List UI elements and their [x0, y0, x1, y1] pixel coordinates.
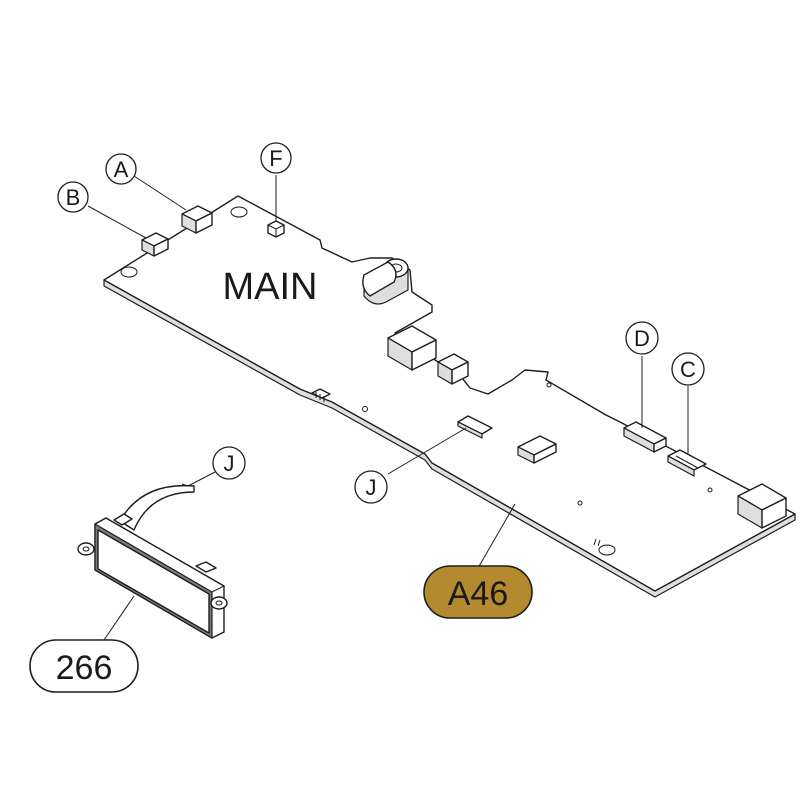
callout-d: D: [625, 321, 659, 355]
callout-f-label: F: [269, 146, 282, 171]
connector-f: [267, 220, 285, 238]
main-board: [103, 195, 796, 598]
connector-a: [181, 205, 213, 234]
callout-j-cable: J: [212, 446, 246, 480]
ribbon-cable: [119, 484, 195, 531]
mounting-hole: [230, 206, 248, 218]
block-component: [387, 325, 437, 371]
part-number-highlight: [423, 565, 533, 619]
module-266: [77, 483, 228, 639]
callout-c: C: [671, 352, 705, 386]
callout-a: A: [105, 153, 137, 185]
callout-j-board: J: [354, 470, 388, 504]
connector-d: [623, 421, 667, 453]
connector-j-board: [457, 415, 493, 439]
callout-j-cable-label: J: [224, 451, 235, 476]
part-number-a46-label: A46: [448, 575, 509, 613]
callout-a-label: A: [114, 157, 129, 182]
leader-lines: [87, 175, 689, 641]
callout-j-board-label: J: [366, 475, 377, 500]
callout-b-label: B: [66, 185, 81, 210]
mounting-hole: [598, 544, 616, 556]
callout-d-label: D: [634, 326, 650, 351]
connector-c: [667, 449, 707, 477]
edge-connector: [311, 388, 331, 402]
capacitor-component: [362, 258, 409, 305]
part-number-266: 266: [29, 639, 139, 693]
mounting-hole: [120, 266, 138, 278]
connector-b: [141, 232, 169, 257]
callout-f: F: [260, 142, 292, 174]
main-board-outline: [103, 195, 796, 592]
block-component: [437, 353, 469, 385]
part-number-266-label: 266: [56, 649, 113, 687]
board-label: MAIN: [223, 266, 318, 308]
callout-c-label: C: [680, 357, 696, 382]
corner-block-component: [737, 483, 787, 529]
part-number-a46: A46: [423, 565, 533, 619]
callout-b: B: [57, 181, 89, 213]
chip-component: [517, 435, 557, 464]
